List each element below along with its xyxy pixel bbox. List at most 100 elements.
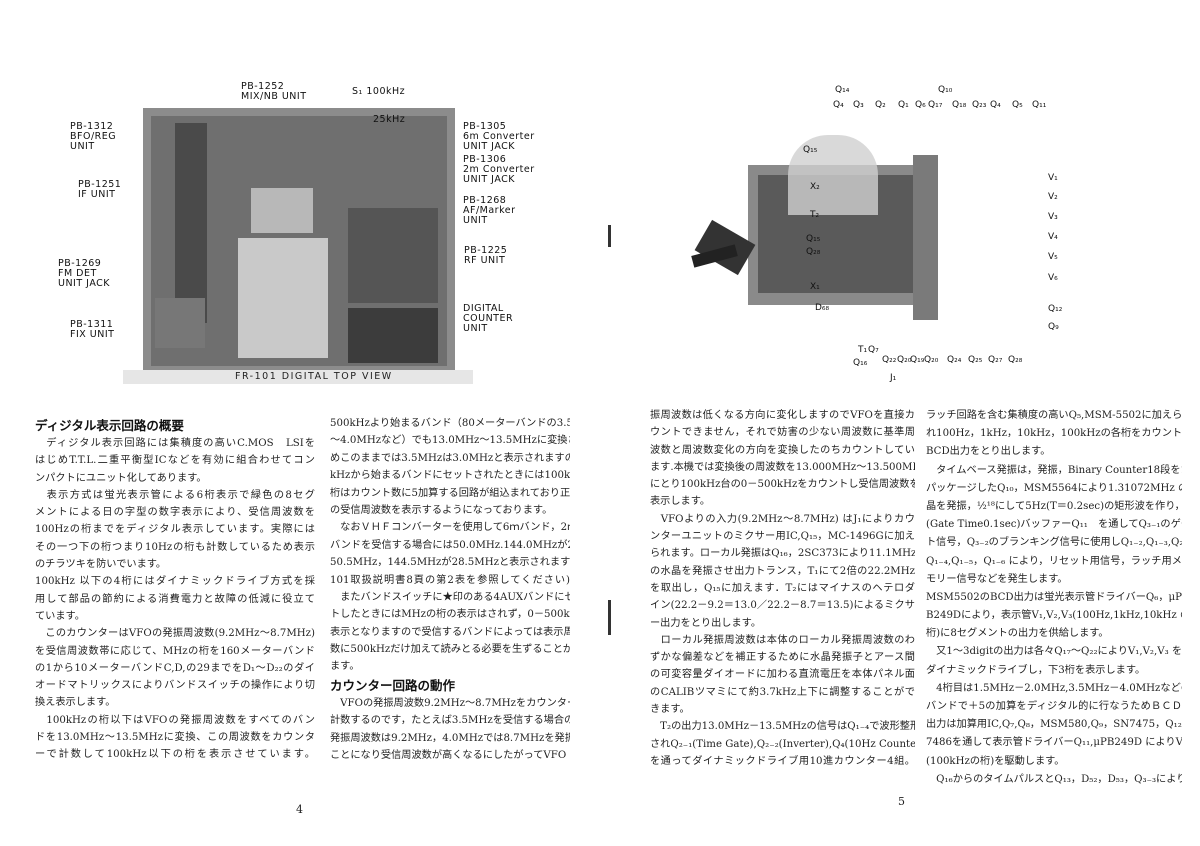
text-line: このカウンターはVFOの発振周波数(9.2MHz～8.7MHz) xyxy=(35,628,315,640)
text-line: ウントできません，それで妨害の少ない周波数に基準周 xyxy=(650,427,915,439)
component-label: V₆ xyxy=(1048,273,1058,283)
text-line: ンパクトにユニット化してあります。 xyxy=(35,472,207,484)
label-pb1252: PB-1252 MIX/NB UNIT xyxy=(241,81,307,102)
label-pb1312: PB-1312 BFO/REG UNIT xyxy=(70,121,117,152)
text-line: BCD出力をとり出します。 xyxy=(926,446,1051,458)
component-label: D₆₈ xyxy=(815,303,830,313)
component-label: Q₁₇ xyxy=(928,100,943,110)
text-line: ダイナミックドライブし，下3桁を表示します。 xyxy=(926,664,1146,676)
text-line: られます。ローカル発振はQ₁₆，2SC373により11.1MHz xyxy=(650,548,915,560)
label-pb1306: PB-1306 2m Converter UNIT JACK xyxy=(463,154,535,185)
text-line: されQ₂₋₁(Time Gate),Q₂₋₂(Inverter),Q₄(10Hz… xyxy=(650,738,915,750)
page-number: 5 xyxy=(898,795,905,808)
photo-rf-unit xyxy=(348,208,438,303)
text-line: 桁はカウント数に5加算する回路が組込まれており正規 xyxy=(330,487,570,499)
photo-shield-cover xyxy=(238,238,328,358)
text-line: のチラツキを防いでいます。 xyxy=(35,559,167,571)
component-label: Q₁₈ xyxy=(952,100,967,110)
text-line: 表示となりますので受信するバンドによっては表示周波 xyxy=(330,626,570,638)
photo-pcb-left xyxy=(175,123,207,323)
text-line: きます。 xyxy=(650,704,690,716)
text-line: Q₁₆からのタイムパルスとQ₁₃，D₅₂，D₅₃，Q₃₋₃によりオフ xyxy=(926,773,1182,785)
text-line: バンドで＋5の加算をディジタル的に行なうためＢＣＤ xyxy=(926,701,1182,712)
text-line: の受信周波数を表示するようになっております。 xyxy=(330,504,553,516)
text-line: B249Dにより，表示管V₁,V₂,V₃(100Hz,1kHz,10kHz の xyxy=(926,610,1182,622)
component-label: Q₂₈ xyxy=(1008,355,1023,365)
text-line: を通ってダイナミックドライブ用10進カウンター4組。 xyxy=(650,755,915,767)
text-line: またバンドスイッチに★印のある4AUXバンドにセッ xyxy=(330,591,570,603)
component-label: Q₂₅ xyxy=(968,355,983,365)
text-line: 出力は加算用IC,Q₇,Q₈，MSM580,Q₉，SN7475，Q₁₂SN xyxy=(926,719,1182,731)
text-line: パッケージしたQ₁₀，MSM5564により1.31072MHz の 水 xyxy=(926,482,1182,494)
photo-caption: FR-101 DIGITAL TOP VIEW xyxy=(235,371,393,382)
photo-wiring xyxy=(788,135,878,215)
scan-mark xyxy=(608,225,611,247)
label-pb1269: PB-1269 FM DET UNIT JACK xyxy=(58,258,111,289)
text-line: を受信周波数帯に応じて、MHzの桁を160メーターバンド xyxy=(35,645,315,657)
digital-counter-unit-photo xyxy=(748,135,923,305)
text-line: モリー信号などを発生します。 xyxy=(926,573,1068,585)
right-column-2: ラッチ回路を含む集積度の高いQ₅,MSM-5502に加えられ100Hz，1kHz… xyxy=(926,407,1182,789)
component-label: T₁ xyxy=(858,345,868,355)
text-line: 101取扱説明書8頁の第2表を参照してください) xyxy=(330,574,570,586)
text-line: はじめT.T.L.二重平衡型ICなどを有効に組合わせてコン xyxy=(35,455,315,467)
component-label: Q₄ xyxy=(833,100,844,110)
page-number: 4 xyxy=(296,803,303,816)
text-line: れ100Hz，1kHz，10kHz，100kHzの各桁をカウントし， xyxy=(926,428,1182,440)
text-line: 500kHzより始まるバンド（80メーターバンドの3.5MHz xyxy=(330,418,570,429)
text-line: トしたときにはMHzの桁の表示はされず，0－500kHzの xyxy=(330,609,570,621)
text-line: 計数するのです，たとえば3.5MHzを受信する場合の xyxy=(330,715,570,727)
text-line: 50.5MHz，144.5MHzが28.5MHzと表示されます(FR- xyxy=(330,557,570,569)
text-line: 換え表示します。 xyxy=(35,697,116,709)
text-line: VFOの発振周波数9.2MHz～8.7MHzをカウンターにて xyxy=(340,697,570,709)
text-line: めこのままでは3.5MHzは3.0MHzと表示されますので500 xyxy=(330,452,570,464)
component-label: Q₁₅ xyxy=(806,234,821,244)
component-label: Q₅ xyxy=(1012,100,1023,110)
component-label: Q₂₃ xyxy=(972,100,987,110)
scan-mark xyxy=(608,600,611,635)
component-label: Q₁₉ xyxy=(910,355,925,365)
text-line: 4桁目は1.5MHz－2.0MHz,3.5MHz－4.0MHzなどの xyxy=(926,682,1182,694)
section-heading-overview: ディジタル表示回路の概要 xyxy=(35,418,184,433)
component-label: T₂ xyxy=(810,210,820,220)
text-line: の1から10メーターバンドC,D,の29までをD₁～D₂₂のダイ xyxy=(35,662,315,674)
component-label: Q₂₀ xyxy=(897,355,912,365)
label-25khz: 25kHz xyxy=(373,114,406,125)
text-line: イン(22.2－9.2＝13.0／22.2－8.7＝13.5)によるミクサ xyxy=(650,600,915,612)
label-pb1268: PB-1268 AF/Marker UNIT xyxy=(463,195,516,226)
text-line: 100Hzの桁までをディジタル表示しています。実際には xyxy=(35,524,315,536)
component-label: Q₂₂ xyxy=(882,355,897,365)
text-line: 用して部品の節約による消費電力と故障の低減に役立て xyxy=(35,593,315,605)
component-label: Q₇ xyxy=(868,345,879,355)
component-label: Q₁₀ xyxy=(938,85,953,95)
text-line: ます。 xyxy=(330,661,360,673)
text-line: (100kHzの桁)を駆動します。 xyxy=(926,755,1065,767)
fr101-top-view-photo xyxy=(123,108,473,384)
text-line: ンターユニットのミクサー用IC,Q₁₅，MC-1496Gに加え xyxy=(650,531,915,543)
text-line: その一つ下の桁つまり10Hzの桁も計数しているため表示 xyxy=(35,541,315,553)
text-line: バンドを受信する場合には50.0MHz.144.0MHzが28.0MHz， xyxy=(330,539,570,551)
text-line: 7486を通して表示管ドライバーQ₁₁,μPB249D によりV₄ xyxy=(926,737,1182,749)
text-line: 数に500kHzだけ加えて読みとる必要を生ずることがあり xyxy=(330,644,570,656)
text-line: 発振周波数は9.2MHz，4.0MHzでは8.7MHzを発振する xyxy=(330,732,570,744)
text-line: オードマトリックスによりバンドスイッチの操作により切 xyxy=(35,680,315,692)
component-label: Q₁₂ xyxy=(1048,304,1063,314)
right-column-1: 振周波数は低くなる方向に変化しますのでVFOを直接カウントできません，それで妨害… xyxy=(650,407,915,770)
text-line: ト信号，Q₃₋₂のブランキング信号に使用しQ₁₋₂,Q₁₋₃,Q₂₋₃, xyxy=(926,537,1182,549)
component-label: X₁ xyxy=(810,282,820,292)
photo-transformer xyxy=(251,188,313,233)
component-label: V₁ xyxy=(1048,173,1058,183)
component-label: Q₁₁ xyxy=(1032,100,1047,110)
component-label: V₅ xyxy=(1048,252,1058,262)
component-label: J₁ xyxy=(890,373,897,383)
text-line: Q₁₋₄,Q₁₋₅，Q₁₋₆ により，リセット用信号，ラッチ用メ xyxy=(926,555,1182,567)
text-line: ーで計数して100kHz以下の桁を表示させています。 xyxy=(35,749,315,761)
left-column-1: ディジタル表示回路の概要 ディジタル表示回路には集積度の高いC.MOS LSIを… xyxy=(35,416,315,764)
component-label: Q₂ xyxy=(875,100,886,110)
text-line: ～4.0MHzなど）でも13.0MHz～13.5MHzに変換されるた xyxy=(330,435,570,447)
label-s1: S₁ 100kHz xyxy=(352,86,406,97)
component-label: Q₂₈ xyxy=(806,247,821,257)
component-label: V₄ xyxy=(1048,232,1058,242)
text-line: なおＶＨＦコンバーターを使用して6ｍバンド，2ｍ xyxy=(330,522,570,534)
